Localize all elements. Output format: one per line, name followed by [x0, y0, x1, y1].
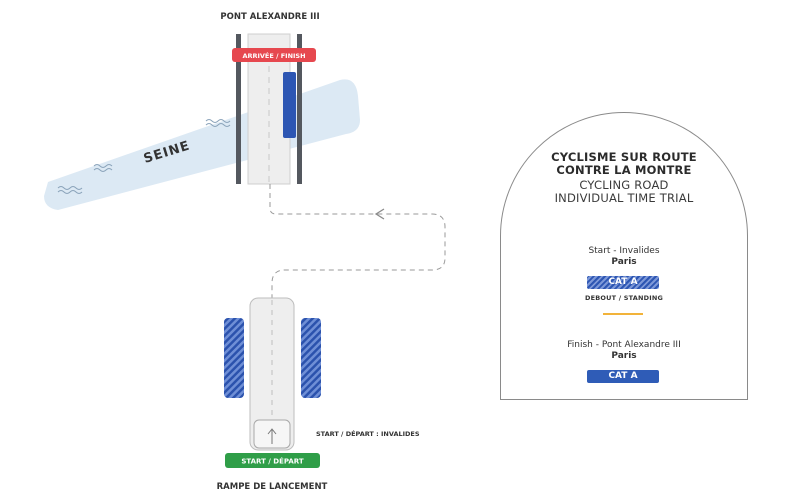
start-ramp: START / DÉPART START / DÉPART : INVALIDE… — [217, 297, 420, 492]
start-grandstand-left — [224, 318, 244, 398]
start-seating-type: DEBOUT / STANDING — [585, 294, 663, 302]
start-banner-label: START / DÉPART — [241, 457, 304, 466]
finish-location-name: Finish - Pont Alexandre III — [567, 340, 681, 350]
start-note-label: START / DÉPART : INVALIDES — [316, 429, 420, 438]
wave-icon — [205, 119, 231, 127]
event-title-en-line2: INDIVIDUAL TIME TRIAL — [554, 191, 694, 205]
event-title-fr-line2: CONTRE LA MONTRE — [556, 163, 692, 177]
start-banner — [225, 453, 320, 468]
finish-bridge: ARRIVÉE / FINISH PONT ALEXANDRE III — [220, 12, 320, 185]
finish-banner — [232, 48, 316, 62]
wave-icon — [57, 186, 83, 194]
route-line — [269, 184, 446, 298]
finish-category-badge: CAT A — [587, 370, 659, 383]
event-title-fr-line1: CYCLISME SUR ROUTE — [551, 150, 697, 164]
start-location-city: Paris — [611, 257, 637, 267]
finish-grandstand — [283, 72, 296, 138]
finish-location-label: PONT ALEXANDRE III — [220, 12, 319, 22]
panel-separator — [603, 313, 643, 315]
start-grandstand-right — [301, 318, 321, 398]
event-info-panel: CYCLISME SUR ROUTE CONTRE LA MONTRE CYCL… — [500, 112, 748, 400]
direction-arrow-icon — [374, 208, 385, 220]
finish-location: Finish - Pont Alexandre III Paris — [501, 340, 747, 362]
wave-icon — [93, 164, 113, 172]
event-title-en-line1: CYCLING ROAD — [579, 178, 669, 192]
start-location: Start - Invalides Paris — [501, 246, 747, 268]
start-location-name: Start - Invalides — [588, 246, 660, 256]
river-seine: SEINE — [44, 79, 360, 210]
start-category-badge: CAT A — [587, 276, 659, 289]
arrow-up-icon — [267, 428, 277, 444]
finish-banner-label: ARRIVÉE / FINISH — [242, 51, 305, 60]
launch-ramp-label: RAMPE DE LANCEMENT — [217, 482, 328, 492]
finish-location-city: Paris — [611, 351, 637, 361]
